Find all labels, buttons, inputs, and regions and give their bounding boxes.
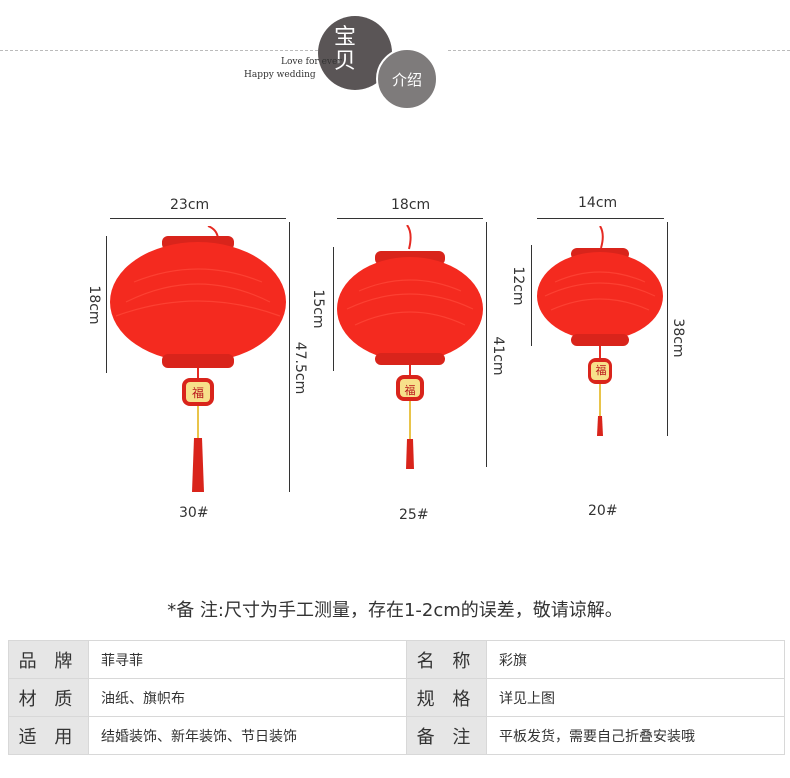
spec-key-material: 材 质 — [8, 678, 89, 717]
lantern-30-charm: 福 — [191, 386, 204, 400]
spec-value-usage: 结婚装饰、新年装饰、节日装饰 — [88, 716, 407, 755]
spec-value-brand: 菲寻菲 — [88, 640, 407, 679]
lantern-25-body-height-line — [333, 247, 334, 371]
header-tagline-1: Love for ever — [281, 57, 342, 67]
lantern-20-total-height-label: 38cm — [670, 318, 686, 358]
lantern-25-width-line — [337, 218, 483, 219]
lantern-25-image — [337, 225, 483, 469]
lantern-20-width-label: 14cm — [578, 195, 618, 211]
lantern-30-width-line — [110, 218, 286, 219]
lantern-30-total-height-line — [289, 222, 290, 492]
table-row: 品 牌 菲寻菲 名 称 彩旗 — [8, 640, 785, 679]
measurement-note: *备 注:尺寸为手工测量，存在1-2cm的误差，敬请谅解。 — [167, 600, 623, 621]
spec-value-size: 详见上图 — [486, 678, 785, 717]
lantern-30-body-height-label: 18cm — [86, 285, 102, 325]
lantern-25-model: 25# — [399, 507, 429, 523]
table-row: 适 用 结婚装饰、新年装饰、节日装饰 备 注 平板发货，需要自己折叠安装哦 — [8, 716, 785, 755]
lantern-25-total-height-line — [486, 222, 487, 467]
lantern-30-image — [110, 226, 286, 492]
lantern-20-model: 20# — [588, 503, 618, 519]
table-row: 材 质 油纸、旗帜布 规 格 详见上图 — [8, 678, 785, 717]
spec-key-name: 名 称 — [406, 640, 487, 679]
lantern-20-body-height-line — [531, 245, 532, 346]
header-circle-small: 介绍 — [376, 48, 438, 110]
lantern-25-total-height-label: 41cm — [490, 336, 506, 376]
lantern-30-width-label: 23cm — [170, 197, 210, 213]
spec-value-material: 油纸、旗帜布 — [88, 678, 407, 717]
header-divider-left — [0, 50, 318, 51]
lantern-30-graphic — [110, 226, 286, 492]
lantern-30-total-height-label: 47.5cm — [292, 341, 308, 395]
lantern-20-width-line — [537, 218, 664, 219]
header-circle-large-text: 宝 贝 — [334, 25, 357, 74]
lantern-25-charm: 福 — [404, 384, 416, 397]
header-tagline-2: Happy wedding — [244, 70, 316, 80]
header-circle-large: 宝 贝 — [318, 16, 392, 90]
spec-value-name: 彩旗 — [486, 640, 785, 679]
lantern-25-graphic — [337, 225, 483, 469]
lantern-20-body-height-label: 12cm — [510, 266, 526, 306]
lantern-20-graphic — [537, 226, 663, 436]
spec-key-remark: 备 注 — [406, 716, 487, 755]
lantern-25-body-height-label: 15cm — [310, 289, 326, 329]
lantern-20-total-height-line — [667, 222, 668, 436]
lantern-25-width-label: 18cm — [391, 197, 431, 213]
lantern-30-body-height-line — [106, 236, 107, 373]
header-circle-small-text: 介绍 — [391, 70, 422, 89]
lantern-20-charm: 福 — [595, 364, 607, 377]
spec-key-brand: 品 牌 — [8, 640, 89, 679]
header-divider-right — [448, 50, 790, 51]
spec-key-usage: 适 用 — [8, 716, 89, 755]
lantern-30-model: 30# — [179, 505, 209, 521]
lantern-20-image — [537, 226, 663, 436]
spec-key-size: 规 格 — [406, 678, 487, 717]
spec-table: 品 牌 菲寻菲 名 称 彩旗 材 质 油纸、旗帜布 规 格 详见上图 适 用 结… — [8, 640, 785, 755]
spec-value-remark: 平板发货，需要自己折叠安装哦 — [486, 716, 785, 755]
